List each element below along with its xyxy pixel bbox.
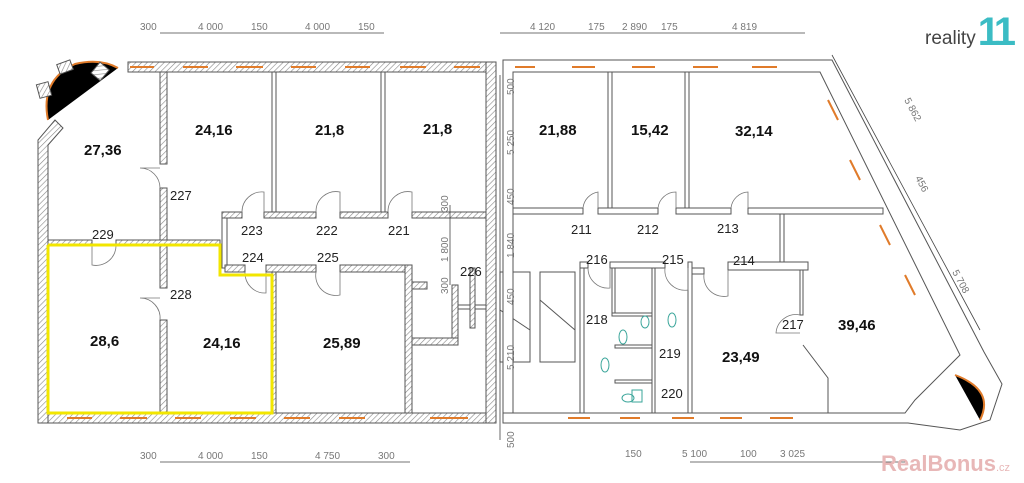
room-areas: 27,36 24,16 21,8 21,8 21,88 15,42 32,14 …: [84, 121, 876, 366]
room-number: 215: [662, 252, 684, 267]
right-wing-windows: [515, 66, 985, 421]
room-number: 212: [637, 222, 659, 237]
dim-label: 150: [358, 22, 375, 33]
dim-label: 5 210: [506, 345, 517, 370]
dim-label: 4 120: [530, 22, 555, 33]
room-number: 214: [733, 253, 755, 268]
realbonus-text: RealBonus: [881, 451, 996, 476]
reality-logo-text: reality: [925, 28, 976, 49]
room-number: 221: [388, 223, 410, 238]
room-area: 27,36: [84, 142, 122, 159]
dim-label: 100: [740, 449, 757, 460]
dim-label: 456: [912, 174, 930, 194]
dim-label: 150: [625, 449, 642, 460]
dim-label: 1 800: [440, 237, 451, 262]
room-number: 216: [586, 252, 608, 267]
dim-label: 300: [378, 451, 395, 462]
room-area: 25,89: [323, 335, 361, 352]
sanitary-fixtures: [600, 312, 677, 403]
dim-label: 150: [251, 22, 268, 33]
dim-label: 300: [440, 195, 451, 212]
room-area: 28,6: [90, 333, 119, 350]
dim-label: 150: [251, 451, 268, 462]
room-number: 222: [316, 223, 338, 238]
room-number: 218: [586, 312, 608, 327]
room-area: 15,42: [631, 122, 669, 139]
dim-label: 500: [506, 78, 517, 95]
room-number: 223: [241, 223, 263, 238]
door-swings: [91, 167, 801, 334]
room-number: 225: [317, 250, 339, 265]
dim-label: 1 840: [506, 233, 517, 258]
room-number: 224: [242, 250, 264, 265]
room-area: 23,49: [722, 349, 760, 366]
dim-label: 300: [140, 22, 157, 33]
room-area: 24,16: [203, 335, 241, 352]
realbonus-tld: .cz: [995, 462, 1010, 474]
room-area: 21,8: [315, 122, 344, 139]
reality-logo: reality 11: [925, 10, 1016, 54]
dim-label: 4 000: [198, 22, 223, 33]
dim-label: 5 100: [682, 449, 707, 460]
room-area: 39,46: [838, 317, 876, 334]
dim-label: 450: [506, 188, 517, 205]
dim-label: 3 025: [780, 449, 805, 460]
dim-label: 175: [588, 22, 605, 33]
left-wing-windows: [35, 59, 480, 419]
dim-label: 500: [506, 431, 517, 448]
dim-label: 4 000: [305, 22, 330, 33]
dim-label: 175: [661, 22, 678, 33]
room-number: 229: [92, 227, 114, 242]
dim-label: 4 819: [732, 22, 757, 33]
left-wing-walls: [37, 61, 497, 424]
room-number: 228: [170, 287, 192, 302]
room-number: 227: [170, 188, 192, 203]
dimension-labels: 300 4 000 150 4 000 150 4 120 175 2 890 …: [140, 22, 971, 462]
realbonus-watermark: RealBonus.cz: [881, 451, 1010, 477]
dimension-lines: [160, 32, 981, 463]
room-area: 32,14: [735, 123, 773, 140]
selected-unit-outline: [46, 243, 274, 415]
right-wing-walls: [502, 59, 1003, 431]
dim-label: 4 750: [315, 451, 340, 462]
dim-label: 2 890: [622, 22, 647, 33]
dim-label: 5 862: [901, 96, 923, 124]
room-numbers: 227 229 223 222 221 224 225 228 226 211 …: [92, 188, 804, 401]
reality-logo-mark: 11: [977, 10, 1016, 54]
room-area: 24,16: [195, 122, 233, 139]
dim-label: 300: [440, 277, 451, 294]
room-number: 211: [571, 222, 592, 237]
room-area: 21,88: [539, 122, 577, 139]
room-area: 21,8: [423, 121, 452, 138]
dim-label: 300: [140, 451, 157, 462]
room-number: 220: [661, 386, 683, 401]
room-number: 213: [717, 221, 739, 236]
room-number: 219: [659, 346, 681, 361]
dim-label: 450: [506, 288, 517, 305]
dim-label: 4 000: [198, 451, 223, 462]
dim-label: 5 250: [506, 130, 517, 155]
room-number: 217: [782, 317, 804, 332]
room-number: 226: [460, 264, 482, 279]
